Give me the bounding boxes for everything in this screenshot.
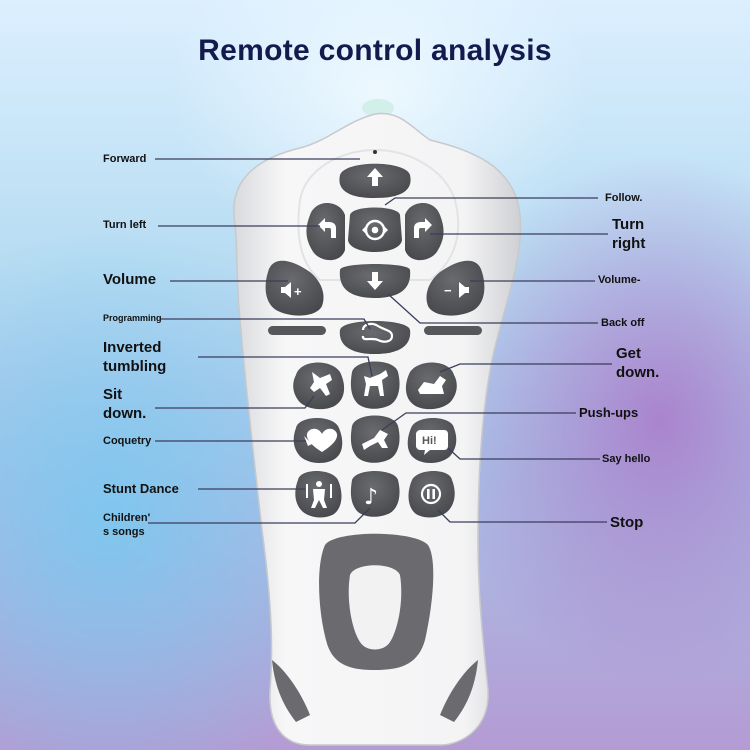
back-off-button[interactable] [339, 264, 411, 298]
childrens-songs-button[interactable]: ♪ [350, 471, 400, 517]
programming-icon [361, 322, 394, 343]
dog-stand-icon [364, 370, 388, 396]
turn-left-icon [318, 218, 336, 238]
stunt-dance-button[interactable] [295, 471, 342, 518]
get-down-button[interactable] [405, 362, 457, 410]
music-note-icon: ♪ [364, 485, 378, 510]
label-childrens-songs-line1: Children' [103, 512, 151, 524]
label-inverted-tumbling-line1: Inverted [103, 339, 162, 356]
sit-down-center-button[interactable] [350, 361, 400, 409]
heart-icon [306, 428, 338, 452]
label-say-hello: Say hello [602, 453, 651, 465]
programming-button[interactable] [339, 321, 411, 354]
turn-right-icon [414, 218, 432, 238]
leader-get-down [439, 363, 612, 373]
up-arrow-icon [367, 168, 383, 186]
label-volume-up: Volume [103, 271, 157, 288]
label-stunt-dance: Stunt Dance [103, 481, 179, 496]
follow-button[interactable] [348, 207, 402, 253]
leader-inverted [198, 356, 373, 377]
status-led [373, 150, 377, 154]
leader-back-off [387, 293, 598, 324]
leader-sit [155, 395, 315, 409]
right-groove [424, 326, 482, 335]
speaker-icon [459, 282, 469, 298]
label-get-down-line1: Get [616, 345, 642, 362]
dog-pushup-icon [362, 430, 388, 450]
turn-left-button[interactable] [306, 202, 345, 261]
label-back-off: Back off [601, 317, 645, 329]
left-foot [272, 660, 310, 722]
leader-follow [384, 197, 598, 206]
volume-down-glyph: − [444, 283, 452, 298]
speaker-icon [281, 282, 291, 298]
turn-right-button[interactable] [405, 202, 444, 261]
label-sit-down-line1: Sit [103, 386, 123, 403]
leader-childrens [148, 507, 371, 524]
stop-button[interactable] [408, 471, 455, 518]
label-programming: Programming [103, 313, 162, 323]
follow-icon-dot [371, 226, 379, 234]
down-arrow-icon [367, 272, 383, 290]
top-bezel [297, 148, 460, 281]
label-turn-right-line2: right [612, 234, 646, 252]
label-stop: Stop [610, 514, 644, 531]
volume-up-glyph: + [294, 284, 302, 299]
page-title: Remote control analysis [198, 34, 552, 67]
label-sit-down: Sit down. [103, 386, 146, 424]
forward-button[interactable] [339, 163, 411, 198]
label-sit-down-line2: down. [103, 404, 147, 422]
label-get-down-line2: down. [616, 363, 660, 381]
inverted-tumbling-button[interactable] [293, 362, 345, 410]
paw-icon [304, 436, 312, 446]
leader-say-hello [447, 447, 600, 460]
coquetry-button[interactable] [293, 417, 343, 464]
label-volume-down: Volume- [598, 274, 641, 286]
label-push-ups: Push-ups [579, 405, 639, 420]
pause-icon-bar [432, 489, 435, 499]
right-foot [440, 660, 478, 722]
volume-up-button[interactable]: + [265, 260, 324, 316]
leader-push-ups [381, 412, 576, 431]
label-get-down: Get down. [616, 345, 659, 383]
pause-icon-bar [427, 489, 430, 499]
leader-lines [148, 158, 612, 524]
dog-lie-icon [418, 376, 446, 394]
label-follow: Follow. [605, 192, 643, 204]
left-groove [268, 326, 326, 335]
say-hello-button[interactable]: Hi! [407, 417, 457, 464]
label-childrens-songs-line2: s songs [103, 525, 145, 538]
label-turn-right: Turn right [612, 216, 645, 254]
label-inverted-tumbling: Inverted tumbling [103, 339, 166, 377]
push-ups-button[interactable] [350, 415, 400, 463]
dog-tumbling-icon [310, 372, 332, 396]
bottom-grip-inner [348, 565, 402, 650]
leader-programming [160, 318, 371, 330]
label-coquetry: Coquetry [103, 435, 152, 447]
pause-icon [420, 483, 442, 505]
label-turn-left: Turn left [103, 219, 147, 231]
label-forward: Forward [103, 153, 147, 165]
say-hello-glyph: Hi! [422, 435, 437, 447]
dancer-icon [306, 481, 332, 508]
leader-stop [437, 509, 607, 523]
label-childrens-songs: Children' s songs [103, 512, 150, 540]
speech-bubble-icon [416, 430, 448, 455]
label-inverted-tumbling-line2: tumbling [103, 357, 167, 375]
volume-down-button[interactable]: − [426, 260, 485, 316]
ir-sensor [362, 99, 394, 117]
label-turn-right-line1: Turn [612, 216, 645, 233]
